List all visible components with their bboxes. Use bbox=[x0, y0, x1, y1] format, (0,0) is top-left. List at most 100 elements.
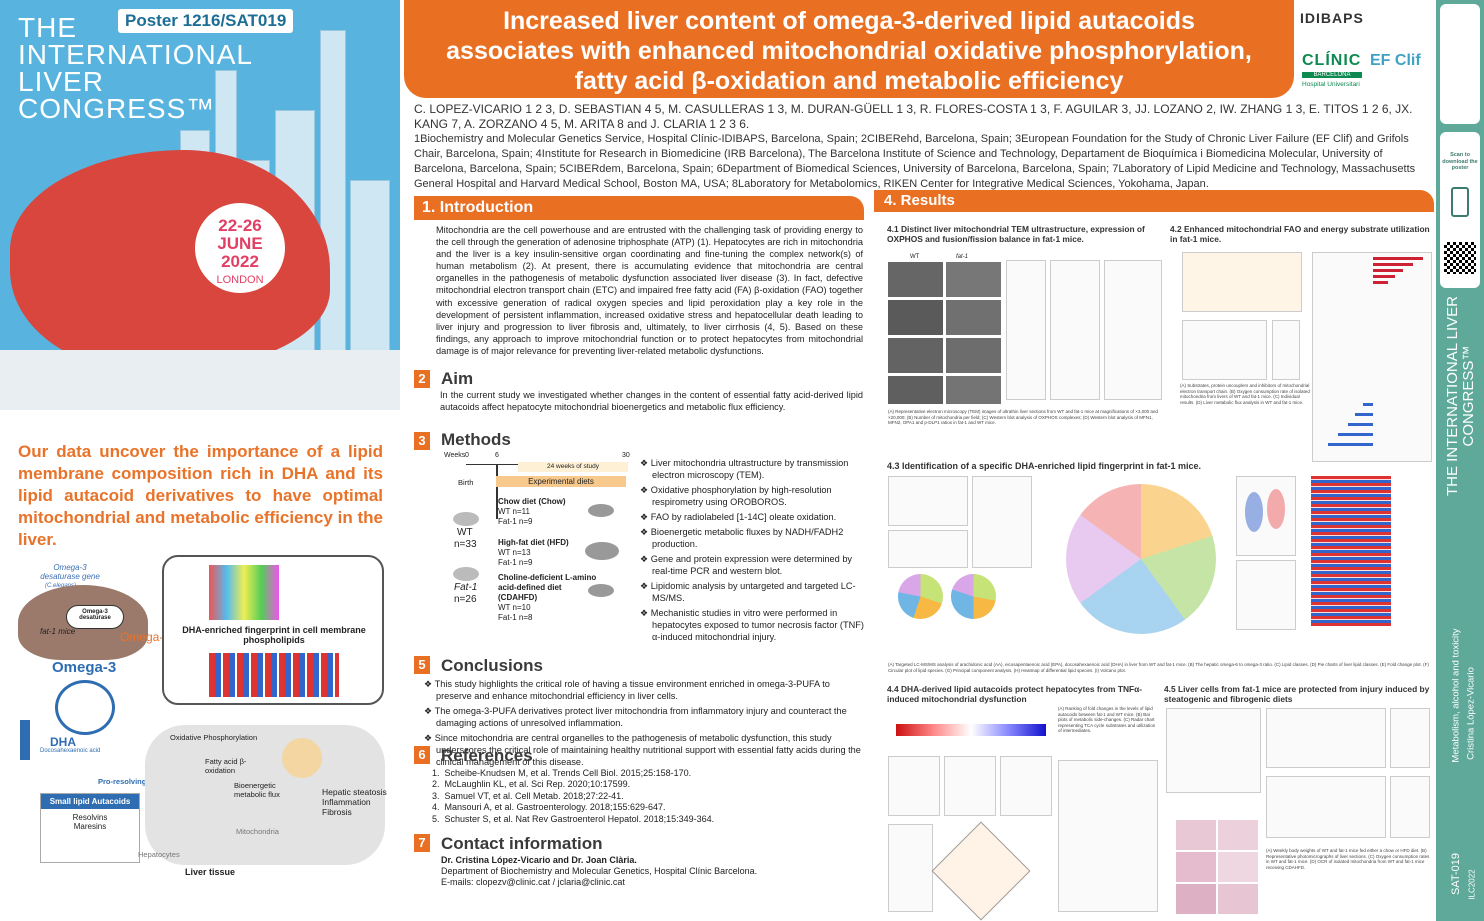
pca-plot bbox=[1236, 476, 1296, 556]
scan-label: Scan to download the poster bbox=[1442, 152, 1478, 171]
small-lipid-label: Small lipid Autacoids bbox=[41, 794, 139, 809]
results-44-heading: 4.4 DHA-derived lipid autacoids protect … bbox=[887, 684, 1143, 704]
institution-logos: IDIBAPS CLÍNIC BARCELONA Hospital Univer… bbox=[1298, 0, 1433, 98]
hfd-mouse-icon bbox=[585, 542, 619, 560]
pie-chart-wt bbox=[898, 574, 943, 619]
references-heading: References bbox=[441, 746, 533, 765]
aim-heading: Aim bbox=[441, 369, 474, 388]
contact-email: E-mails: clopezv@clinic.cat / jclaria@cl… bbox=[441, 877, 625, 887]
methods-bullet: ❖ Oxidative phosphorylation by high-reso… bbox=[640, 485, 832, 507]
flux-bar-chart bbox=[1312, 252, 1432, 462]
caption-41: (A) Representative electron microscopy (… bbox=[888, 409, 1158, 425]
dha-label: DHA bbox=[50, 735, 76, 749]
pro-resolving-label: Pro-resolving bbox=[98, 777, 147, 786]
conclusions-list: ❖ This study highlights the critical rol… bbox=[424, 678, 864, 771]
sidebar-congress-label: THE INTERNATIONAL LIVER CONGRESS™ bbox=[1444, 295, 1477, 497]
gene-label: Omega-3 desaturase gene bbox=[40, 563, 100, 581]
figure-41: WT fat-1 bbox=[886, 252, 1164, 407]
intermediate-bar-chart bbox=[1058, 760, 1158, 912]
reference-item: 3. Samuel VT, et al. Cell Metab. 2018;27… bbox=[432, 790, 624, 801]
conclusion-item: ❖ Since mitochondria are central organel… bbox=[424, 733, 861, 767]
methods-bullets: ❖ Liver mitochondria ultrastructure by t… bbox=[640, 457, 864, 646]
dha-molecule-icon bbox=[55, 680, 115, 735]
circular-lipid-plot bbox=[1066, 484, 1216, 634]
idibaps-logo: IDIBAPS bbox=[1300, 10, 1364, 26]
clinic-logo: CLÍNIC bbox=[1302, 52, 1362, 69]
tem-image bbox=[888, 376, 943, 404]
tem-image bbox=[946, 300, 1001, 335]
ocr-bar-cdahfd bbox=[1390, 776, 1430, 838]
reference-item: 2. McLaughlin KL, et al. Sci Rep. 2020;1… bbox=[432, 779, 631, 790]
fingerprint-box: DHA-enriched fingerprint in cell membran… bbox=[162, 555, 384, 705]
reference-item: 1. Scheibe-Knudsen M, et al. Trends Cell… bbox=[432, 768, 692, 778]
omega6-label: Omega-6 bbox=[120, 630, 171, 644]
contact-heading: Contact information bbox=[441, 834, 603, 853]
methods-bullet: ❖ Lipidomic analysis by untargeted and t… bbox=[640, 581, 856, 603]
figure-45 bbox=[1164, 706, 1434, 841]
key-message: Our data uncover the importance of a lip… bbox=[18, 442, 383, 549]
histology-image bbox=[1218, 852, 1258, 882]
authors-block: C. LOPEZ-VICARIO 1 2 3, D. SEBASTIAN 4 5… bbox=[414, 102, 1434, 192]
methods-bullet: ❖ Gene and protein expression were deter… bbox=[640, 554, 853, 576]
autacoid-gradient-bar bbox=[896, 724, 1046, 736]
volcano-plot bbox=[1236, 560, 1296, 630]
diet-cdahfd: Choline-deficient L-amino acid-defined d… bbox=[498, 573, 597, 622]
carbohydrate-bar-chart bbox=[1000, 756, 1052, 816]
intro-header: 1. Introduction bbox=[414, 196, 864, 220]
contact-block: Dr. Cristina López-Vicario and Dr. Joan … bbox=[441, 855, 861, 888]
fa-bar-chart bbox=[944, 756, 996, 816]
heatmap-mini bbox=[209, 653, 339, 697]
fig41-wt-label: WT bbox=[910, 254, 920, 260]
wt-label: WT bbox=[457, 527, 473, 538]
omega3-label: Omega-3 bbox=[52, 659, 117, 676]
contact-number: 7 bbox=[414, 834, 430, 852]
spectrum-chart bbox=[209, 565, 279, 620]
ocr-chart-hfd bbox=[1266, 708, 1386, 768]
fold-change-plot bbox=[972, 476, 1032, 568]
histology-image bbox=[1176, 852, 1216, 882]
wt-mouse-icon bbox=[453, 512, 479, 526]
ocr-line-chart bbox=[1182, 320, 1267, 380]
qr-code[interactable] bbox=[1444, 242, 1476, 274]
dha-sub-label: Docosahexaenoic acid bbox=[40, 748, 101, 754]
caption-42: (A) Substrates, protein uncouplers and i… bbox=[1180, 383, 1310, 405]
results-41-heading: 4.1 Distinct liver mitochondrial TEM ult… bbox=[887, 224, 1145, 244]
phone-icon bbox=[1451, 187, 1469, 217]
birth-label: Birth bbox=[458, 478, 474, 487]
study-duration-bar: 24 weeks of study bbox=[518, 462, 628, 472]
up-arrow-icon bbox=[20, 720, 30, 760]
reference-item: 5. Schuster S, et al. Nat Rev Gastroente… bbox=[432, 813, 715, 824]
histology-image bbox=[1218, 820, 1258, 850]
histology-images bbox=[1166, 818, 1262, 918]
autacoid-box: Small lipid Autacoids Resolvins Maresins bbox=[40, 793, 140, 863]
etc-diagram-mini bbox=[1182, 252, 1302, 312]
mitochondria-icon bbox=[282, 738, 322, 778]
methods-number: 3 bbox=[414, 432, 430, 450]
fat1-mice-label: fat-1 mice bbox=[40, 627, 76, 636]
aim-text: In the current study we investigated whe… bbox=[440, 390, 863, 413]
tem-image bbox=[888, 262, 943, 297]
results-45-heading: 4.5 Liver cells from fat-1 mice are prot… bbox=[1164, 684, 1430, 704]
figure-42 bbox=[1172, 250, 1434, 475]
sidebar-code: SAT-019 bbox=[1450, 853, 1462, 895]
efclif-logo: EF Clif bbox=[1370, 52, 1421, 69]
methods-bullet: ❖ Bioenergetic metabolic fluxes by NADH/… bbox=[640, 527, 844, 549]
substrate-bar-chart bbox=[888, 824, 933, 912]
resolvins-label: Resolvins bbox=[72, 813, 108, 822]
tem-image bbox=[888, 338, 943, 373]
clinic-sub-label: BARCELONA bbox=[1302, 72, 1362, 78]
results-header: 4. Results bbox=[874, 190, 1434, 212]
fingerprint-label: DHA-enriched fingerprint in cell membran… bbox=[182, 625, 366, 645]
conclusions-number: 5 bbox=[414, 656, 430, 674]
gene-sub-label: (C.elegans) bbox=[45, 583, 77, 589]
fat1-n: n=26 bbox=[454, 594, 477, 605]
fat1-mouse-icon bbox=[453, 567, 479, 581]
pie-chart-fat1 bbox=[951, 574, 996, 619]
references-number: 6 bbox=[414, 746, 430, 764]
results-42-heading: 4.2 Enhanced mitochondrial FAO and energ… bbox=[1170, 224, 1430, 244]
poster-title: Increased liver content of omega-3-deriv… bbox=[404, 0, 1294, 98]
